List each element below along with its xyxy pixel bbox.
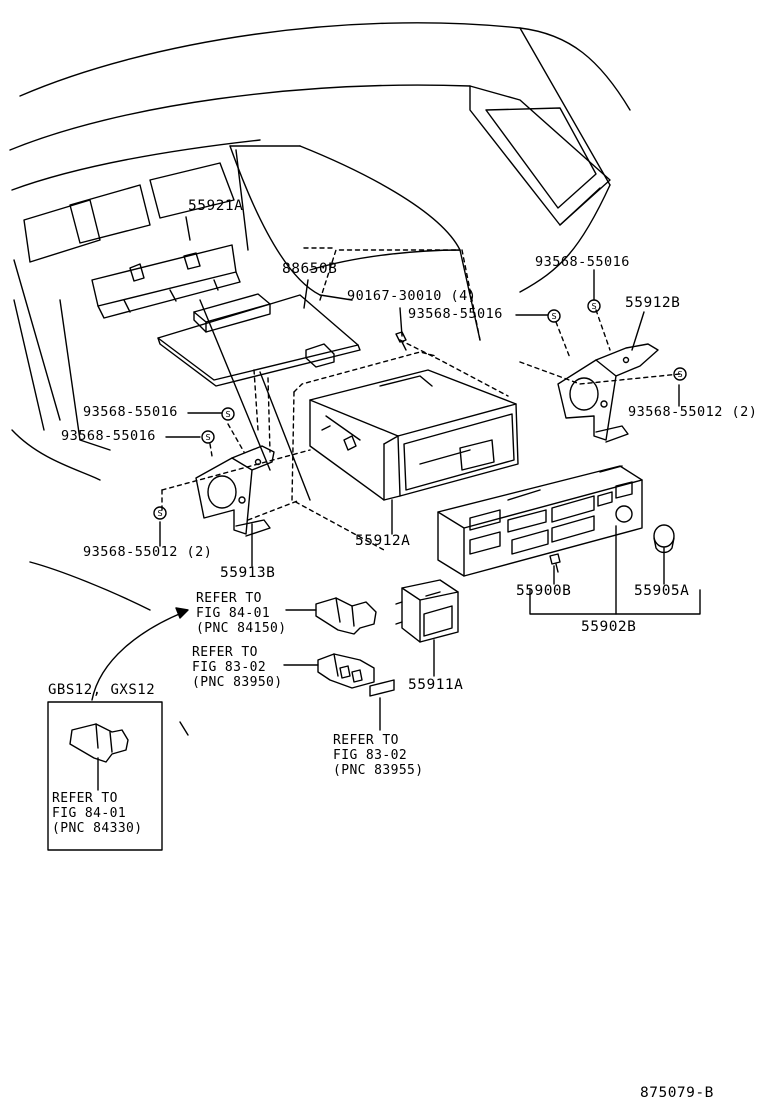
bracket-55921a [92, 245, 240, 318]
refer-to-83950: REFER TO FIG 83-02 (PNC 83950) [192, 645, 283, 690]
refer-line: (PNC 83950) [192, 675, 283, 690]
refer-line: (PNC 84330) [52, 821, 143, 836]
part-label-55912b: 55912B [625, 295, 681, 311]
refer-line: FIG 84-01 [52, 806, 127, 821]
refer-line: REFER TO [52, 791, 118, 806]
part-label-55911a: 55911A [408, 677, 464, 693]
part-label-93568-55012-left: 93568-55012 (2) [83, 544, 213, 560]
inset-switch-84330 [70, 724, 128, 762]
label-83955 [370, 680, 394, 696]
assembly-guide-lines [162, 248, 680, 550]
inset-title: GBS12, GXS12 [48, 682, 156, 698]
part-label-55900b: 55900B [516, 583, 572, 599]
bracket-55913b [196, 446, 274, 536]
part-label-93568-55012-right: 93568-55012 (2) [628, 404, 758, 420]
part-label-55905a: 55905A [634, 583, 690, 599]
part-label-90167: 90167-30010 (4) [347, 288, 477, 304]
clip-circles [154, 300, 686, 519]
part-label-93568-55016-mid: 93568-55016 [408, 306, 503, 322]
part-label-93568-55016-left1: 93568-55016 [83, 404, 178, 420]
part-label-55921a: 55921A [188, 198, 244, 214]
clip-symbol-6: S [157, 509, 162, 518]
dashboard-outline [10, 23, 630, 735]
clip-symbol-2: S [591, 302, 596, 311]
control-panel-55902b [438, 466, 642, 576]
connector-83950 [318, 654, 374, 688]
refer-line: FIG 83-02 [333, 748, 408, 763]
inset-box [48, 702, 162, 850]
refer-arrow [92, 608, 188, 700]
clip-symbol-4: S [225, 410, 230, 419]
refer-to-83955: REFER TO FIG 83-02 (PNC 83955) [333, 733, 424, 778]
part-label-55912a: 55912A [355, 533, 411, 549]
clip-symbol-1: S [551, 312, 556, 321]
switch-55911a [396, 580, 458, 642]
refer-line: FIG 84-01 [196, 606, 271, 621]
part-label-93568-55016-left2: 93568-55016 [61, 428, 156, 444]
part-label-93568-55016-top: 93568-55016 [535, 254, 630, 270]
refer-line: REFER TO [196, 591, 262, 606]
clip-symbol-5: S [205, 433, 210, 442]
bracket-55912b [558, 344, 658, 442]
refer-to-84150: REFER TO FIG 84-01 (PNC 84150) [196, 591, 287, 636]
screw-55900b [550, 554, 560, 572]
module-88650b [158, 294, 360, 386]
part-label-88650b: 88650B [282, 261, 338, 277]
refer-line: FIG 83-02 [192, 660, 267, 675]
part-label-55913b: 55913B [220, 565, 276, 581]
refer-line: (PNC 83955) [333, 763, 424, 778]
part-label-55902b: 55902B [581, 619, 637, 635]
leader-lines [98, 217, 700, 790]
screw-90167 [396, 332, 406, 350]
refer-line: (PNC 84150) [196, 621, 287, 636]
refer-to-84330: REFER TO FIG 84-01 (PNC 84330) [52, 791, 143, 836]
case-55912a [310, 370, 518, 500]
refer-line: REFER TO [333, 733, 399, 748]
clip-symbol-3: S [677, 370, 682, 379]
refer-line: REFER TO [192, 645, 258, 660]
diagram-id: 875079-B [640, 1085, 714, 1101]
switch-84150 [316, 598, 376, 634]
